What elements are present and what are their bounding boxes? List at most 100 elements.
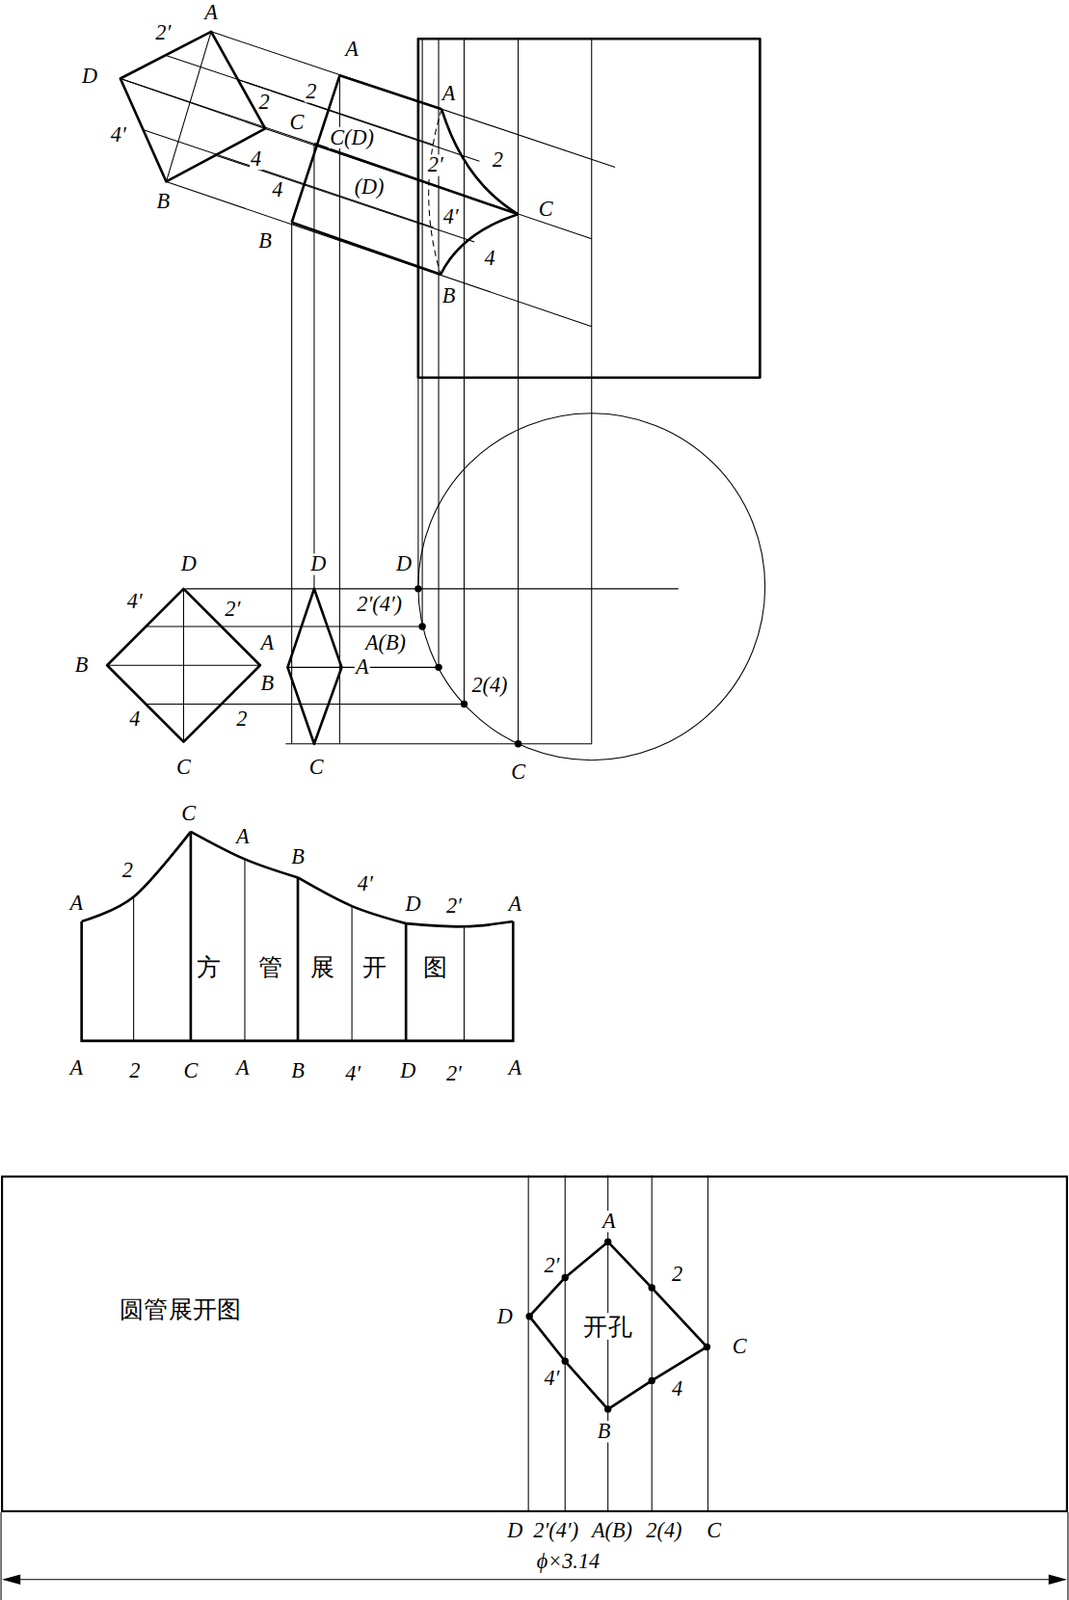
point-label: 4 [670,1378,684,1400]
hole-point [526,1312,534,1320]
point-label: D [180,553,198,575]
hidden-curve [428,108,442,275]
point-label: B [155,191,171,214]
point-label: B [441,285,457,307]
point-label: A [507,893,524,915]
point-label: 4 [270,179,284,201]
point-label: D [395,553,413,575]
point-label: 4′ [126,591,144,614]
point-label: C [731,1336,749,1358]
point-label: 4′ [109,124,128,146]
point-label: A [344,38,360,60]
fold-line [133,897,134,1042]
point-label: 2′ [223,598,241,620]
point-label: 4′ [442,206,460,228]
point-label: 2′ [445,1063,463,1085]
hole-point [561,1274,569,1282]
point-label: A [354,656,371,678]
point-label: A [203,1,219,24]
point-label: A [235,1057,251,1079]
cut-curve [405,921,513,927]
node-text: 圆管展开图 [118,1295,243,1323]
fold-line [463,926,465,1042]
point-label: C [705,1520,722,1542]
point-label: 2 [304,80,318,103]
point-label: C [288,111,305,134]
fold-line [296,877,300,1041]
point-label: C [509,761,527,783]
point-label: 4 [482,247,496,269]
round-tube-development: 圆管展开图开孔 [0,1175,1069,1513]
point-label: A [601,1210,617,1232]
point-label: B [259,672,275,695]
point-label: C [308,756,325,778]
point-label: A(B) [364,632,407,654]
fold-line [404,923,408,1042]
point-label: 2 [128,1060,141,1082]
node-text: 方 [195,954,223,982]
node-text: 展 [309,954,337,982]
point-label: 2 [670,1263,684,1285]
point-label: A [235,826,251,848]
point-label: 2′ [427,154,445,176]
point-label: B [596,1420,613,1443]
point-label: 2 [491,149,505,171]
point-label: C(D) [328,127,375,149]
node-text: 开孔 [582,1312,634,1340]
development-outline [81,831,514,1042]
point-label: B [290,1060,306,1082]
point-label: 2′ [445,895,463,917]
hole-point [647,1283,655,1291]
point-label: D [496,1306,514,1328]
point-label: B [290,846,306,868]
point-label: D [506,1520,524,1542]
point-label: 4 [128,708,141,730]
point-label: 2′ [542,1255,561,1277]
point-label: ϕ×3.14 [535,1550,602,1573]
point-label: D [399,1060,417,1082]
node-text: 图 [422,954,450,982]
point-label: B [74,654,90,676]
point-label: 2′(4′) [532,1520,580,1542]
fold-line [351,906,353,1042]
point-label: 2(4) [470,674,508,696]
point-label: 4′ [356,873,375,895]
fold-line [189,831,193,1042]
cut-curve [81,831,191,922]
point-label: 4′ [542,1367,561,1390]
point-label: 2 [235,708,248,730]
outlines [106,31,760,745]
hole-point [647,1377,655,1385]
point-label: B [257,230,273,252]
intersection-dots [414,585,522,748]
point-label: A(B) [590,1520,634,1542]
point-label: D [80,65,99,87]
point-label: D [403,893,422,915]
point-label: A [69,1057,85,1079]
construction-lines [0,31,1069,1600]
hole-point [604,1238,612,1246]
point-label: C [182,1060,199,1082]
point-label: A [507,1057,524,1079]
node-text: 管 [257,954,285,982]
hole-point [703,1343,711,1351]
point-label: 2(4) [644,1520,683,1542]
point-label: D [309,553,327,575]
fold-line [243,858,245,1041]
point-label: A [441,82,457,105]
node-text: 开 [361,954,389,982]
dimension-arrows [1,1575,1068,1586]
point-label: (D) [353,176,386,198]
point-label: 2 [121,859,134,882]
hole-polygon [529,1241,707,1410]
point-label: 4′ [344,1063,362,1085]
point-label: C [175,756,192,778]
hole-point [561,1358,569,1365]
point-label: 2 [257,91,270,113]
point-label: 2′(4′) [355,593,403,615]
hole-point [604,1405,612,1413]
point-label: 4 [249,148,263,170]
point-label: C [180,802,197,825]
